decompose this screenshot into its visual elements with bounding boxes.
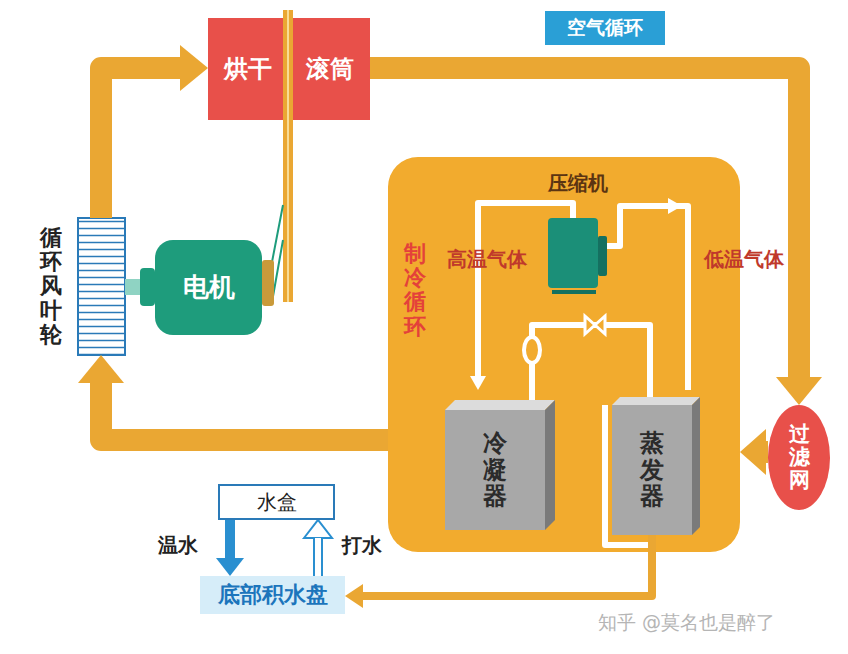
condenser-box: 冷凝器	[445, 410, 545, 530]
flow-arrow	[363, 535, 652, 596]
hollow-arrow-inner	[315, 538, 321, 576]
flow-arrow	[101, 383, 388, 440]
edge-label: 打水	[342, 532, 382, 559]
condenser-top	[445, 400, 555, 410]
flow-arrow	[101, 68, 180, 218]
impeller-blades	[78, 218, 125, 355]
pipe-label: 高温气体	[447, 248, 467, 270]
node-text: 空气循环	[567, 15, 643, 41]
node-text: 烘干	[224, 53, 272, 85]
flow-arrow	[313, 538, 323, 576]
condenser-side	[545, 400, 555, 530]
node-text: 蒸发器	[640, 430, 664, 509]
watermark: 知乎 @莫名也是醉了	[598, 610, 775, 636]
pulley	[262, 260, 274, 306]
node-text: 制冷循环	[404, 242, 426, 339]
part-label: 压缩机	[548, 170, 608, 197]
node-text: 电机	[183, 270, 235, 305]
drum-box: 烘干 滚筒	[208, 18, 370, 120]
edge-label: 温水	[158, 532, 198, 559]
compressor-base	[552, 290, 596, 294]
node-text: 底部积水盘	[218, 580, 328, 610]
drain-pan: 底部积水盘	[200, 576, 345, 614]
flow-arrow	[225, 520, 235, 558]
compressor	[548, 218, 598, 288]
drive-rod	[283, 10, 293, 302]
flow-arrow	[370, 68, 799, 377]
node-text: 循环风叶轮	[40, 226, 62, 347]
node-text: 水盒	[257, 489, 297, 516]
refrigeration-region	[388, 157, 740, 552]
expansion-valve	[585, 316, 605, 334]
impeller-node: 循环风叶轮	[36, 218, 125, 355]
node-text: 过滤网	[789, 423, 810, 492]
receiver	[524, 337, 540, 363]
drive-rod-highlight	[287, 10, 289, 302]
water-box: 水盒	[218, 484, 335, 520]
pipe-arrow	[668, 198, 682, 214]
refrigeration-region: 冷凝器 蒸发器 制冷循环	[388, 157, 740, 552]
filter-ellipse: 过滤网	[768, 405, 830, 510]
pipe-arrow	[470, 376, 486, 390]
evaporator-top	[612, 397, 700, 405]
node-text: 冷凝器	[483, 430, 507, 509]
evaporator-box: 蒸发器	[612, 405, 692, 535]
motor-endcap	[140, 268, 155, 306]
evaporator-side	[692, 397, 700, 535]
motor-box: 电机	[155, 240, 262, 335]
pipe-label: 低温气体	[704, 248, 724, 270]
impeller	[78, 218, 125, 355]
air-cycle-badge: 空气循环	[545, 11, 665, 45]
node-text: 滚筒	[306, 53, 354, 85]
compressor-terminal	[598, 236, 607, 276]
